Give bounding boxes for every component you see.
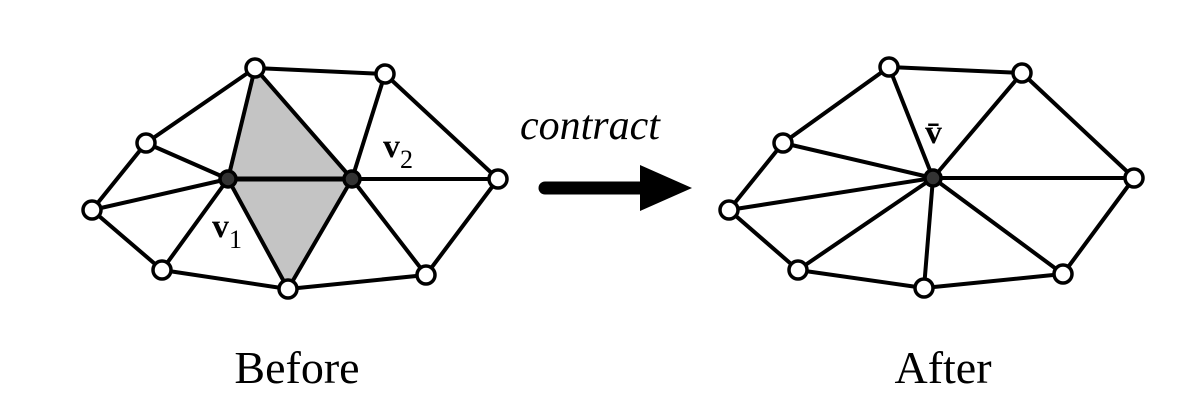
label-v1: v1 [212,208,242,254]
edge [727,141,785,212]
after-edges [727,65,1136,290]
operation-label: contract [520,103,661,149]
edge [226,66,257,181]
edge [160,268,290,291]
edge [350,72,387,181]
label-v2: v2 [383,128,413,174]
vertex [244,57,266,79]
edge [922,272,1065,290]
after-mesh: v̄ [718,56,1145,299]
edge [781,141,935,180]
after-vertices [718,56,1145,299]
vertex-v-bar [923,168,943,188]
vertex-v2 [342,169,362,189]
edge [144,66,257,145]
edge [226,177,290,291]
edge [796,268,926,290]
edge [887,65,935,180]
contract-arrow: contract [520,103,692,211]
label-v-bar: v̄ [925,114,942,151]
vertex-v1 [218,169,238,189]
edge [383,72,500,181]
edge [253,66,387,76]
vertex [878,56,900,78]
edge [922,176,935,290]
vertex [487,168,509,190]
caption-before: Before [234,342,359,393]
edge [781,65,891,145]
edge [253,66,354,181]
before-vertices [81,57,509,300]
edge [727,208,800,272]
caption-after: After [894,342,991,393]
edge [887,65,1024,75]
vertex [1123,167,1145,189]
edge [144,141,230,181]
edge [727,176,935,212]
vertex [913,277,935,299]
vertex [787,259,809,281]
vertex [415,264,437,286]
vertex [374,63,396,85]
before-mesh: v1 v2 [81,57,509,300]
vertex [135,132,157,154]
edge [286,177,354,291]
edge [350,177,428,277]
edge [90,177,230,212]
vertex [277,278,299,300]
edge [1061,176,1136,276]
edge [796,176,935,272]
edge [931,71,1024,180]
edge [160,177,230,272]
before-edges [90,66,500,291]
vertex [81,199,103,221]
vertex [1052,263,1074,285]
edge [931,176,1065,276]
edge [1020,71,1136,180]
vertex [718,199,740,221]
arrow-head [640,165,692,211]
vertex [151,259,173,281]
edge [286,273,428,291]
vertex [772,132,794,154]
edge [90,208,164,272]
edge [90,141,148,212]
edge [424,177,500,277]
vertex [1011,62,1033,84]
